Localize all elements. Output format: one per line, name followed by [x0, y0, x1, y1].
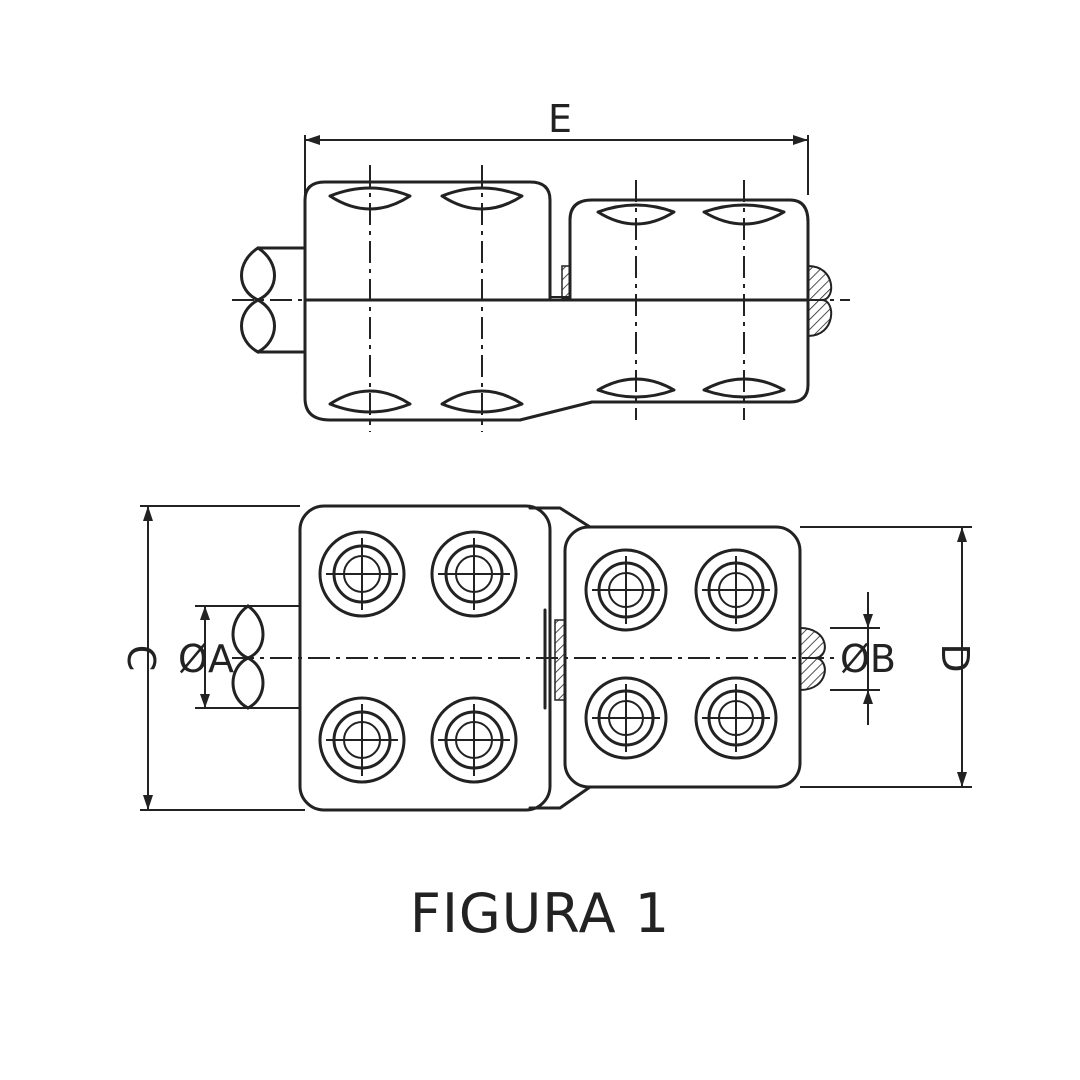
- dimension-d-label: D: [933, 643, 977, 672]
- bolt: [694, 548, 778, 632]
- dimension-a-label: ØA: [178, 637, 234, 681]
- figure-caption: FIGURA 1: [409, 882, 671, 945]
- bolt: [430, 696, 518, 784]
- cable-b-plan: ØB: [799, 592, 896, 725]
- cable-a-plan: ØA: [178, 604, 300, 710]
- plan-view: C D ØA: [119, 504, 977, 812]
- bolt: [318, 530, 406, 618]
- dimension-e: E: [304, 97, 809, 195]
- bolt: [694, 676, 778, 760]
- dimension-b-label: ØB: [840, 637, 896, 681]
- dimension-c: C: [119, 505, 305, 811]
- dimension-d: D: [800, 526, 977, 788]
- bolt: [430, 530, 518, 618]
- cable-a-side: [240, 246, 307, 354]
- side-view: E: [232, 97, 850, 432]
- bolt: [584, 676, 668, 760]
- bolt-heads-top-row: [328, 186, 786, 226]
- bolt: [318, 696, 406, 784]
- bolt: [584, 548, 668, 632]
- dimension-c-label: C: [119, 645, 163, 672]
- bolt-heads-bottom-row: [328, 377, 786, 414]
- body-large-side: [303, 180, 552, 302]
- dimension-e-label: E: [548, 97, 572, 141]
- body-small-side: [568, 198, 810, 302]
